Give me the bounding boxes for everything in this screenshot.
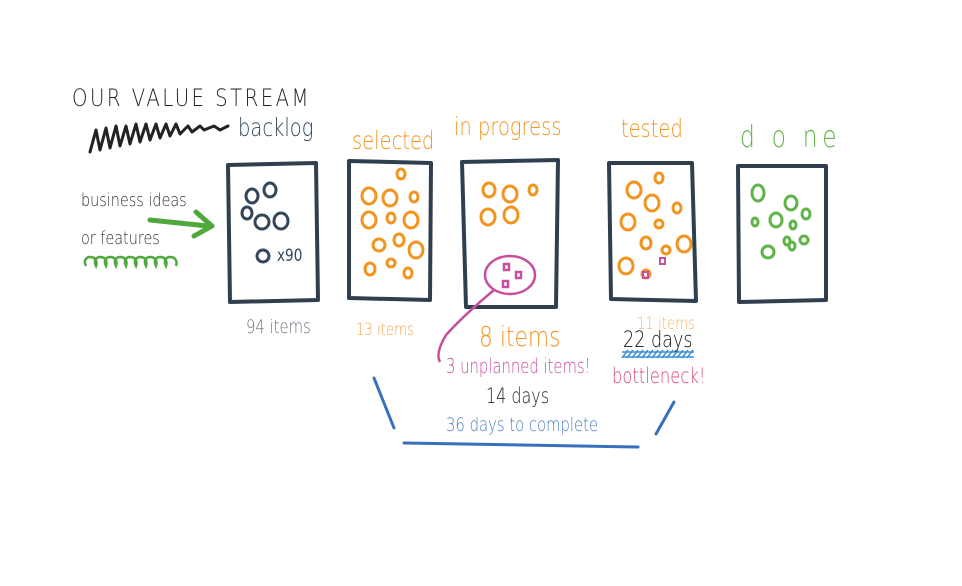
selected-count: 13 items [356, 320, 414, 340]
input-arrow [147, 217, 211, 229]
backlog-count: 94 items [246, 316, 311, 338]
in-progress-items [479, 181, 539, 227]
column-in-progress-title: in progress [454, 112, 562, 141]
diagram-title: OUR VALUE STREAM [72, 84, 312, 112]
total-time-bracket [372, 376, 676, 449]
backlog-multiplier: x90 [277, 246, 303, 266]
selected-box [347, 159, 433, 302]
input-arrow-head [191, 209, 215, 239]
total-days-note: 36 days to complete [446, 414, 599, 436]
done-items [750, 183, 812, 260]
tested-count: 11 items [637, 314, 695, 334]
input-label-line2: or features [81, 228, 160, 249]
bottleneck-hatch [621, 349, 694, 359]
input-label-line1: business ideas [81, 190, 187, 211]
selected-items [360, 167, 425, 280]
tested-items [617, 171, 693, 280]
backlog-box [226, 161, 320, 304]
unplanned-items-note: 3 unplanned items! [446, 354, 591, 378]
in-progress-box [460, 158, 560, 309]
column-backlog-title: backlog [238, 113, 314, 142]
column-done-title: d o ne [740, 120, 842, 155]
column-selected-title: selected [352, 126, 435, 155]
tested-days: 22 days [623, 328, 693, 353]
backlog-items [240, 181, 290, 264]
title-scribble [88, 122, 230, 154]
done-box [736, 164, 828, 304]
column-tested-title: tested [621, 114, 683, 143]
tested-unplanned-items [642, 257, 666, 279]
in-progress-days: 14 days [486, 384, 550, 408]
unplanned-items-bubble [437, 254, 537, 363]
in-progress-count: 8 items [479, 320, 561, 353]
green-curl [83, 255, 178, 270]
bottleneck-note: bottleneck! [612, 364, 706, 388]
tested-box [607, 161, 698, 303]
